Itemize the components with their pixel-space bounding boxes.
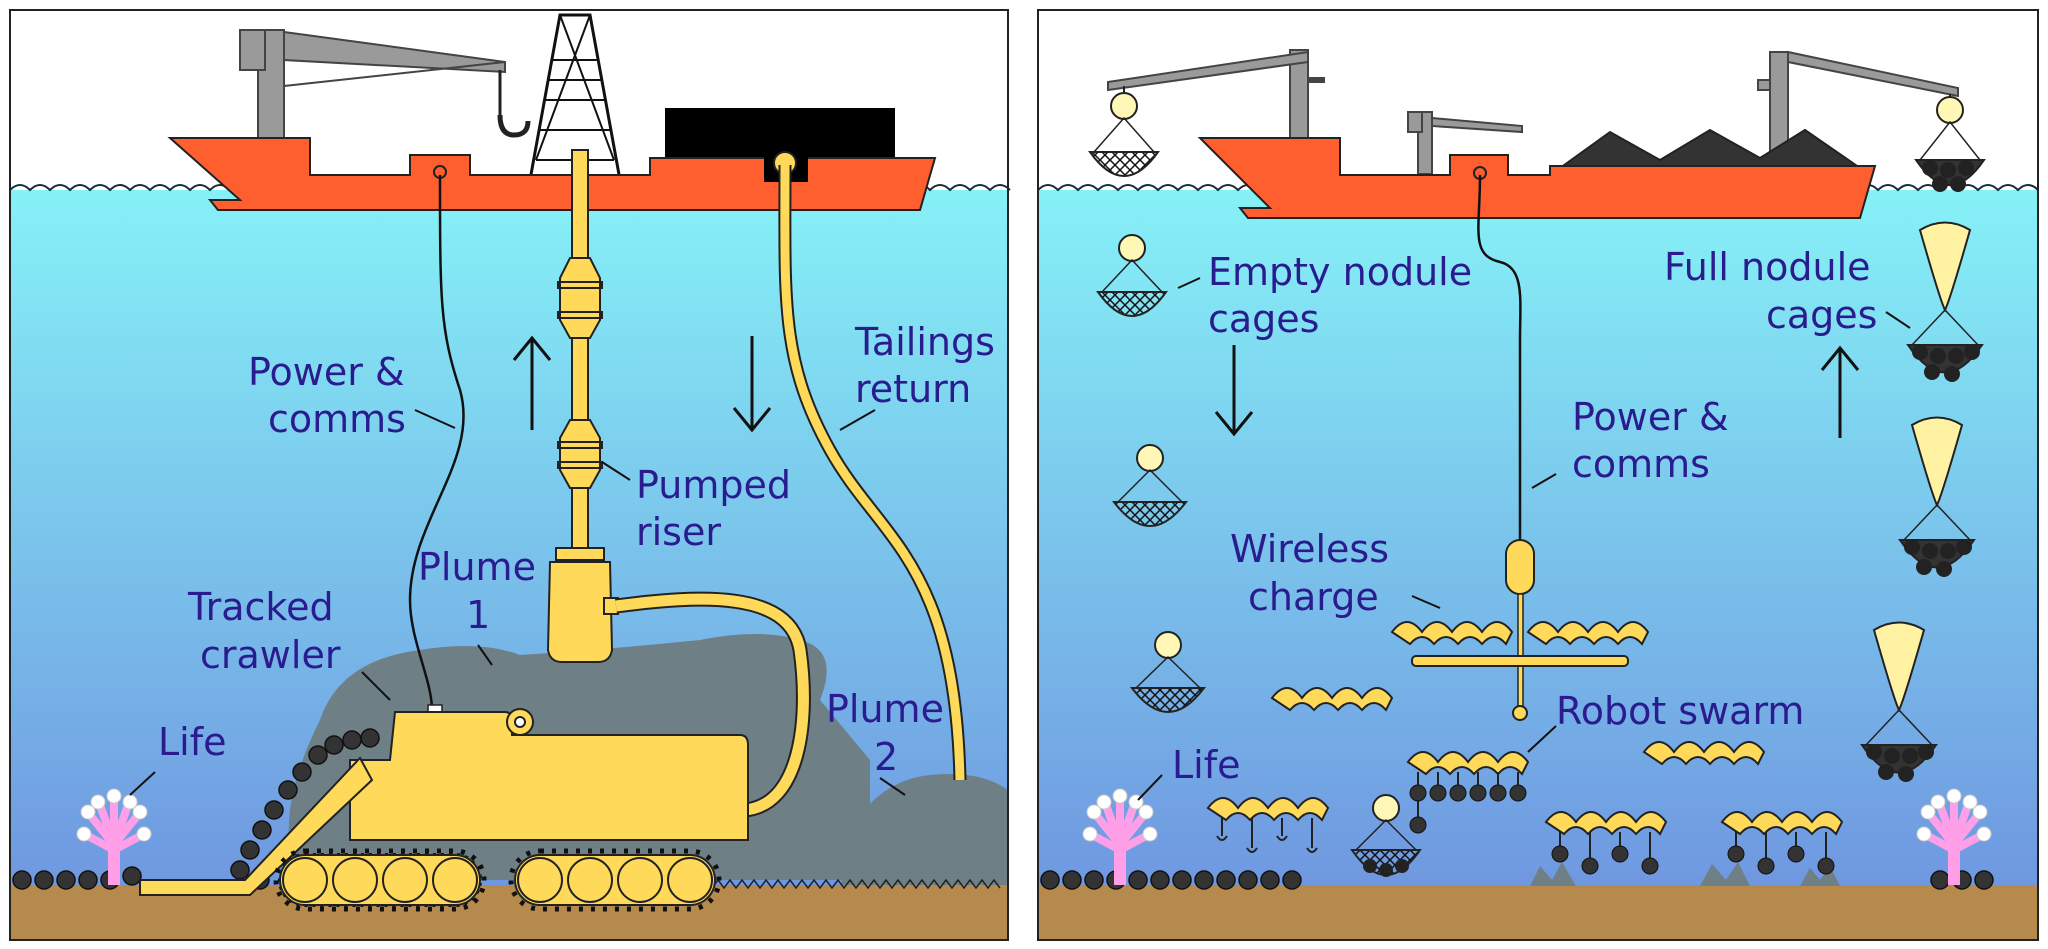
label-plume-2: Plume xyxy=(826,687,944,731)
label-life-right: Life xyxy=(1172,743,1241,787)
right-panel: Empty nodule cages Full nodule cages Pow… xyxy=(1037,9,2039,941)
label-wireless: Wireless xyxy=(1230,527,1389,571)
empty-cage-2 xyxy=(1111,444,1189,527)
label-plume-1b: 1 xyxy=(466,593,490,637)
label-tailings: Tailings xyxy=(854,320,995,364)
label-pumped: Pumped xyxy=(636,463,791,507)
label-tracked: Tracked xyxy=(187,585,334,629)
label-power-comms-right: Power & xyxy=(1572,395,1729,439)
up-arrow-left xyxy=(512,335,552,430)
power-cable-left xyxy=(408,174,465,711)
up-arrow-right xyxy=(1820,345,1860,438)
empty-cage-1 xyxy=(1096,234,1168,317)
label-robot-swarm: Robot swarm xyxy=(1556,689,1804,733)
life-icon xyxy=(76,788,152,885)
life-icon-right-2 xyxy=(1916,788,1992,885)
down-arrow-right xyxy=(1214,345,1254,437)
life-icon-right-1 xyxy=(1082,788,1158,885)
robot-swarm xyxy=(1206,687,1844,875)
surface-empty-cage xyxy=(1088,92,1160,177)
full-cage-2 xyxy=(1898,416,1976,577)
surface-full-cage xyxy=(1914,96,1986,192)
seabed-cage xyxy=(1350,794,1422,877)
label-life-left: Life xyxy=(158,720,227,764)
wireless-charge-station xyxy=(1390,539,1650,721)
label-full-cages: Full nodule xyxy=(1664,245,1871,289)
label-tailings-2: return xyxy=(855,367,971,411)
full-cage-3 xyxy=(1860,621,1938,782)
right-seabed xyxy=(1038,885,2038,940)
full-cage-1 xyxy=(1906,221,1984,382)
label-crawler: crawler xyxy=(200,633,341,677)
pumped-riser xyxy=(546,149,619,663)
left-panel: Power & comms Tailings return Pumped ris… xyxy=(9,9,1011,941)
label-power-comms-left-2: comms xyxy=(268,397,406,441)
empty-cage-3 xyxy=(1129,631,1207,713)
label-full-cages-2: cages xyxy=(1766,293,1877,337)
down-arrow-left xyxy=(732,336,772,433)
label-plume-1: Plume xyxy=(418,545,536,589)
label-plume-2b: 2 xyxy=(874,735,898,779)
label-empty-cages-2: cages xyxy=(1208,297,1319,341)
plume-2 xyxy=(840,774,1008,890)
left-ship xyxy=(167,13,937,211)
label-empty-cages: Empty nodule xyxy=(1208,250,1472,294)
right-water xyxy=(1038,190,2038,890)
label-power-comms-left: Power & xyxy=(248,350,405,394)
label-power-comms-right-2: comms xyxy=(1572,442,1710,486)
tracked-crawler xyxy=(139,704,749,912)
power-cable-right xyxy=(1477,174,1522,540)
right-ship xyxy=(1107,49,1959,219)
label-charge: charge xyxy=(1248,575,1379,619)
label-pumped-2: riser xyxy=(636,510,721,554)
